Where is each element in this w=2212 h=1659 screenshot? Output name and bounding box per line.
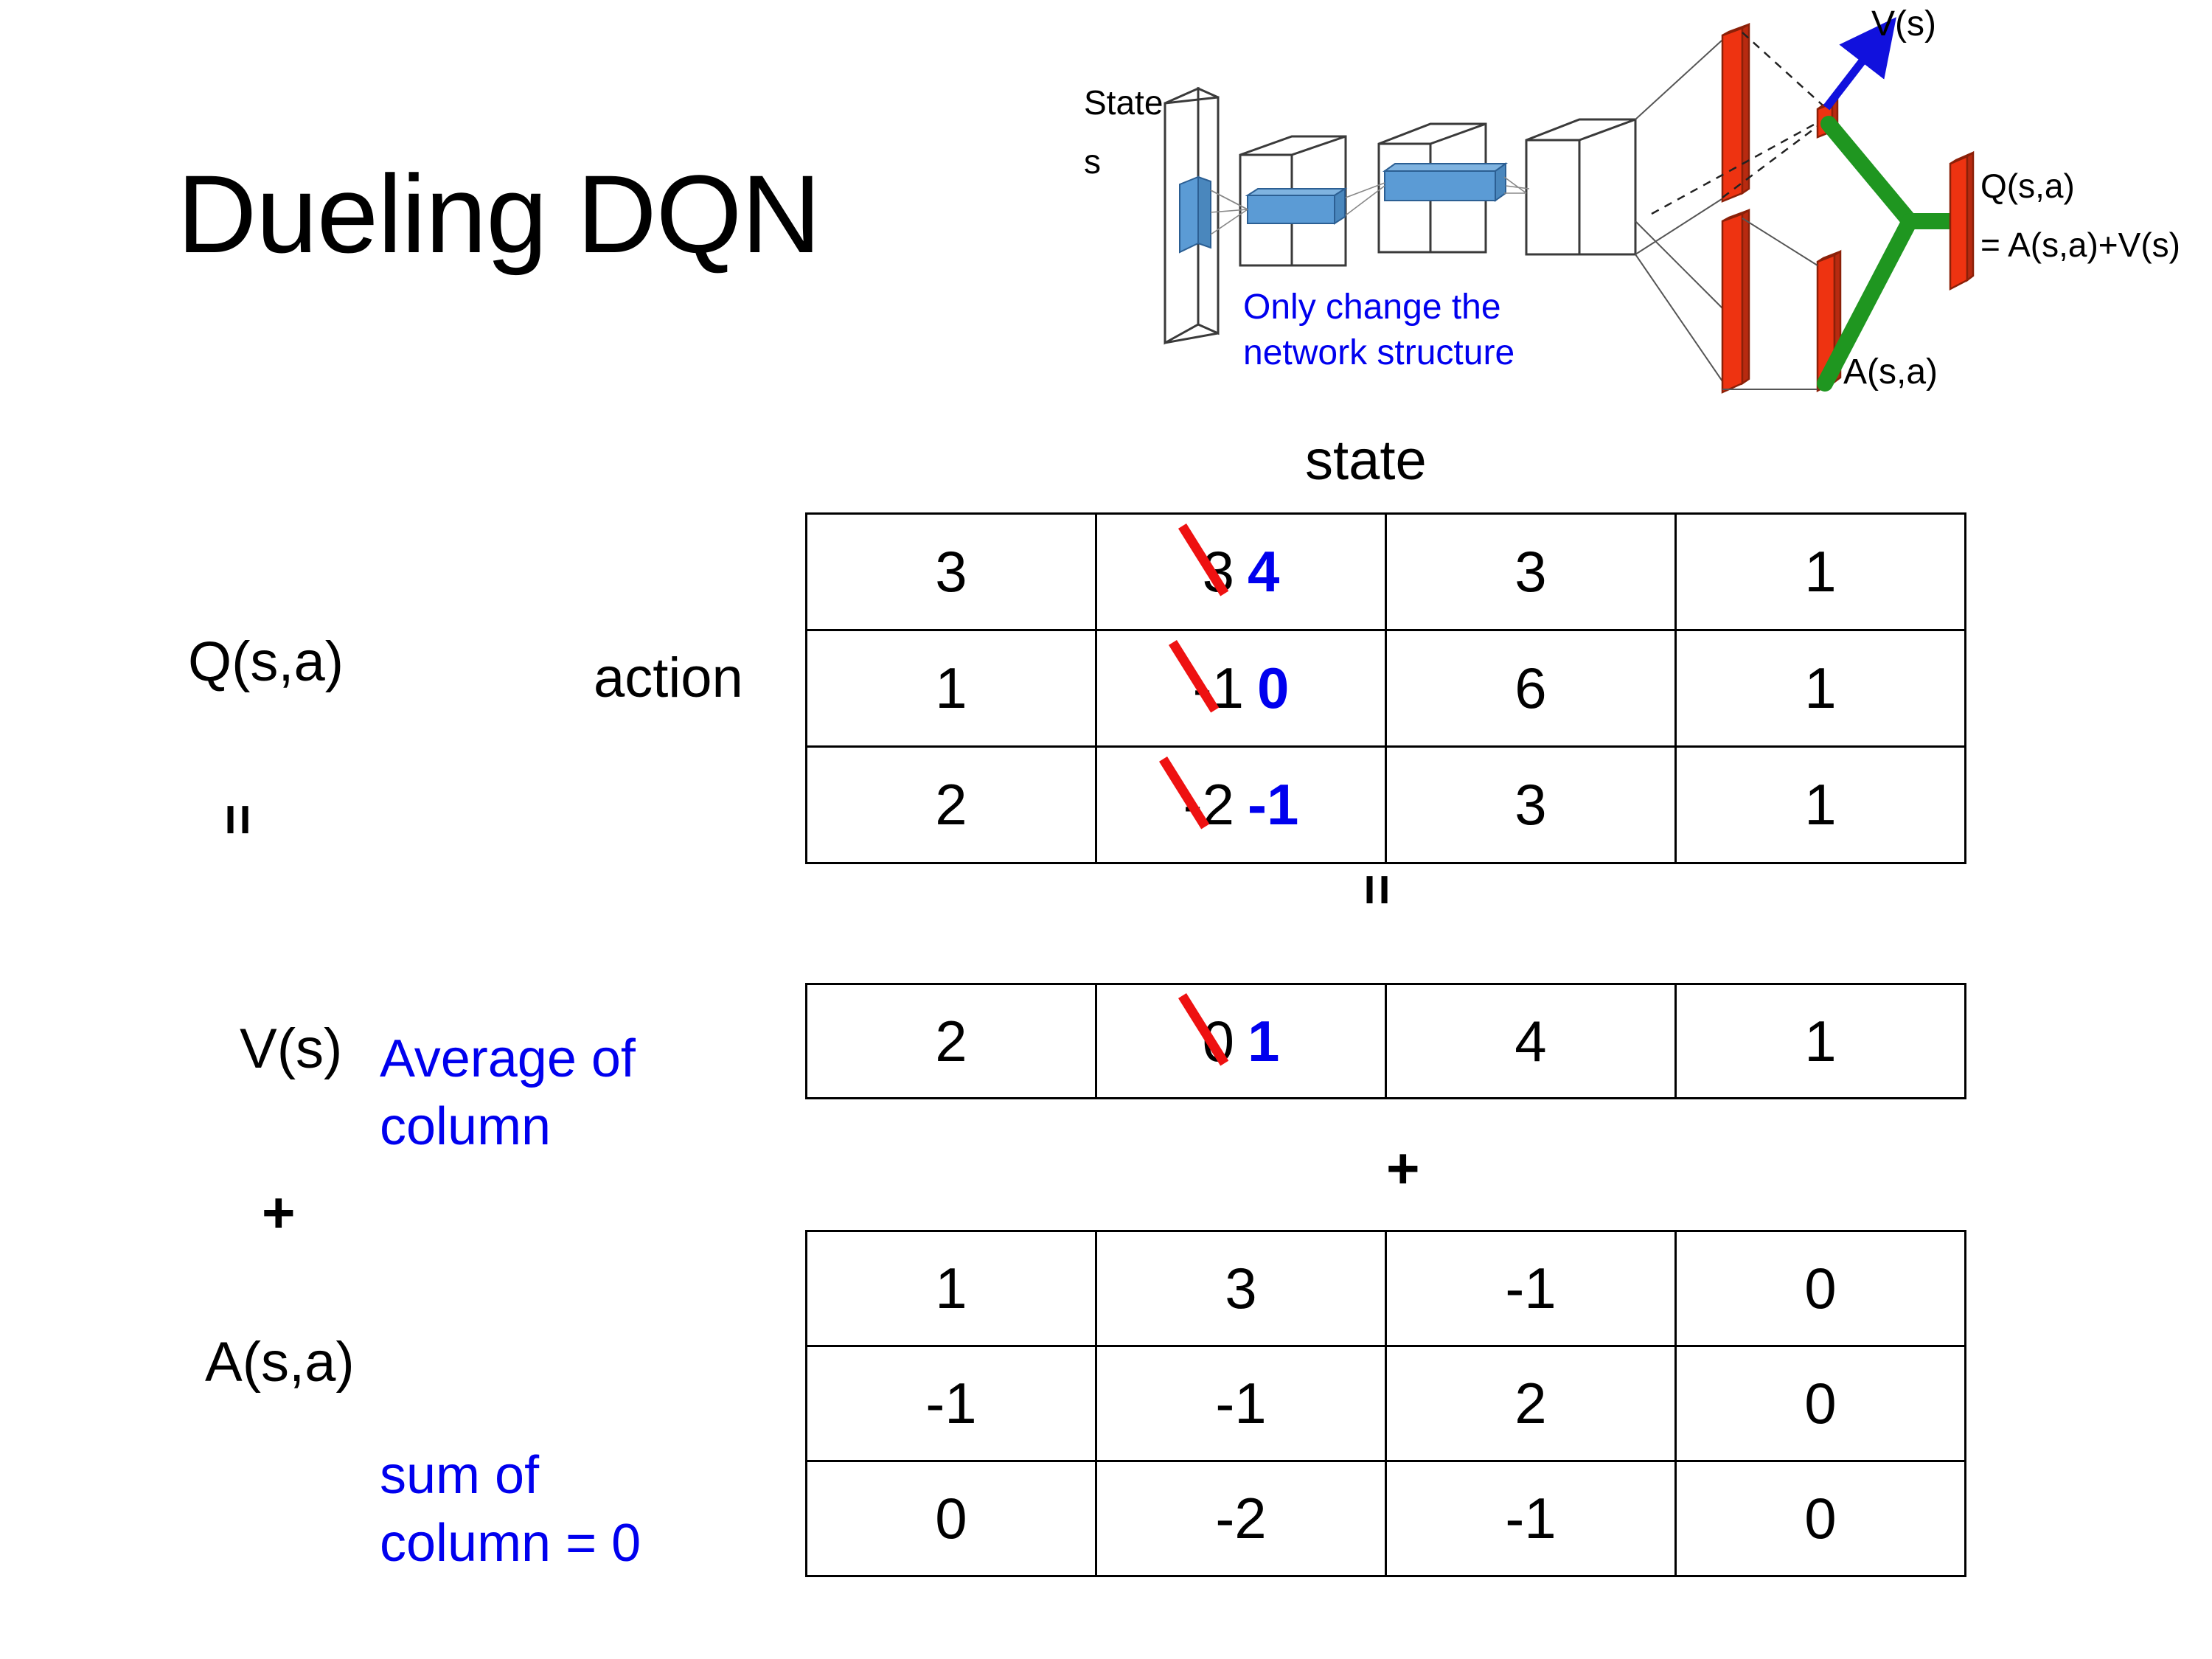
table-row: 2 -2 -1 3 1	[805, 745, 1966, 864]
advantage-function-label: A(s,a)	[205, 1331, 355, 1394]
diagram-note-line2: network structure	[1243, 333, 1514, 372]
diagram-note-line1: Only change the	[1243, 288, 1501, 327]
new-value: 4	[1248, 539, 1280, 604]
a-cell-r2c0: 0	[805, 1460, 1097, 1577]
q-cell-r2c2: 3	[1385, 745, 1677, 864]
value-stream-bar	[1721, 22, 1750, 203]
a-value-table: 1 3 -1 0 -1 -1 2 0 0 -2 -1 0	[805, 1230, 1966, 1577]
q-cell-r0c1: 3 4	[1095, 512, 1387, 631]
conv-filter-1	[1245, 187, 1348, 225]
new-value: 1	[1248, 1008, 1280, 1074]
v-cell-r0c0: 2	[805, 983, 1097, 1099]
q-cell-r2c3: 1	[1674, 745, 1966, 864]
old-value: -1	[1192, 655, 1244, 720]
q-value-table: 3 3 4 3 1 1 -1 0 6 1 2 -2 -1 3 1	[805, 512, 1966, 864]
value-dashed-links	[1651, 32, 1829, 215]
v-value-table: 2 0 1 4 1	[805, 983, 1966, 1099]
table-row: 0 -2 -1 0	[805, 1460, 1966, 1577]
old-value: -2	[1183, 772, 1234, 837]
a-cell-r1c3: 0	[1674, 1345, 1966, 1462]
a-cell-r1c1: -1	[1095, 1345, 1387, 1462]
dueling-network-diagram: State s Only change the network structur…	[1084, 0, 2212, 413]
page-title: Dueling DQN	[177, 152, 821, 276]
plus-sign-left: +	[262, 1180, 296, 1245]
a-cell-r0c1: 3	[1095, 1230, 1387, 1347]
stream-split-lines	[1635, 40, 1725, 384]
layer-connections	[1210, 176, 1530, 235]
old-value: 0	[1202, 1008, 1234, 1074]
average-of-column-note: Average of column	[380, 1032, 636, 1153]
conv-block-3	[1525, 118, 1637, 256]
a-cell-r1c2: 2	[1385, 1345, 1677, 1462]
table-row: 2 0 1 4 1	[805, 983, 1966, 1099]
sum-note-line2: column = 0	[380, 1514, 641, 1573]
a-cell-r0c3: 0	[1674, 1230, 1966, 1347]
state-axis-label: state	[1305, 429, 1427, 492]
a-cell-r2c3: 0	[1674, 1460, 1966, 1577]
conv-filter-2	[1382, 162, 1509, 202]
sum-of-column-note: sum of column = 0	[380, 1449, 641, 1570]
input-filter-patch	[1179, 175, 1211, 254]
v-cell-r0c1: 0 1	[1095, 983, 1387, 1099]
a-cell-r0c2: -1	[1385, 1230, 1677, 1347]
edited-cell: 0 1	[1203, 1008, 1280, 1075]
q-cell-r1c3: 1	[1674, 629, 1966, 748]
diagram-q-label-line1: Q(s,a)	[1980, 167, 2075, 205]
sum-note-line1: sum of	[380, 1446, 540, 1505]
table-row: 3 3 4 3 1	[805, 512, 1966, 631]
q-cell-r2c1: -2 -1	[1095, 745, 1387, 864]
table-row: -1 -1 2 0	[805, 1345, 1966, 1462]
v-cell-r0c3: 1	[1674, 983, 1966, 1099]
old-value: 3	[1202, 539, 1234, 604]
equals-sign-left: =	[208, 804, 269, 836]
q-cell-r1c1: -1 0	[1095, 629, 1387, 748]
new-value: -1	[1248, 772, 1299, 837]
diagram-value-label: V(s)	[1871, 4, 1936, 44]
table-row: 1 -1 0 6 1	[805, 629, 1966, 748]
average-note-line2: column	[380, 1097, 552, 1156]
q-cell-r0c0: 3	[805, 512, 1097, 631]
edited-cell: -1 0	[1193, 655, 1290, 722]
edited-cell: 3 4	[1203, 538, 1280, 605]
q-cell-r2c0: 2	[805, 745, 1097, 864]
edited-cell: -2 -1	[1183, 771, 1299, 838]
q-cell-r0c2: 3	[1385, 512, 1677, 631]
advantage-links	[1722, 218, 1818, 390]
q-cell-r0c3: 1	[1674, 512, 1966, 631]
plus-sign-middle: +	[1386, 1135, 1420, 1200]
merge-connector	[1817, 116, 1962, 392]
a-cell-r2c2: -1	[1385, 1460, 1677, 1577]
diagram-state-label-line2: s	[1084, 142, 1101, 181]
diagram-advantage-label: A(s,a)	[1843, 352, 1938, 392]
value-function-label: V(s)	[240, 1018, 343, 1080]
new-value: 0	[1256, 655, 1290, 720]
action-axis-label: action	[594, 647, 743, 709]
equals-sign-middle: =	[1347, 874, 1408, 906]
diagram-q-label-line2: = A(s,a)+V(s)	[1980, 226, 2180, 264]
q-function-label: Q(s,a)	[188, 630, 344, 693]
v-cell-r0c2: 4	[1385, 983, 1677, 1099]
a-cell-r2c1: -2	[1095, 1460, 1387, 1577]
q-output-bar	[1949, 150, 1975, 291]
q-cell-r1c0: 1	[805, 629, 1097, 748]
diagram-state-label-line1: State	[1084, 83, 1163, 122]
a-cell-r0c0: 1	[805, 1230, 1097, 1347]
value-arrow	[1823, 17, 1896, 111]
advantage-stream-bar	[1721, 208, 1750, 394]
a-cell-r1c0: -1	[805, 1345, 1097, 1462]
table-row: 1 3 -1 0	[805, 1230, 1966, 1347]
average-note-line1: Average of	[380, 1029, 636, 1088]
q-cell-r1c2: 6	[1385, 629, 1677, 748]
